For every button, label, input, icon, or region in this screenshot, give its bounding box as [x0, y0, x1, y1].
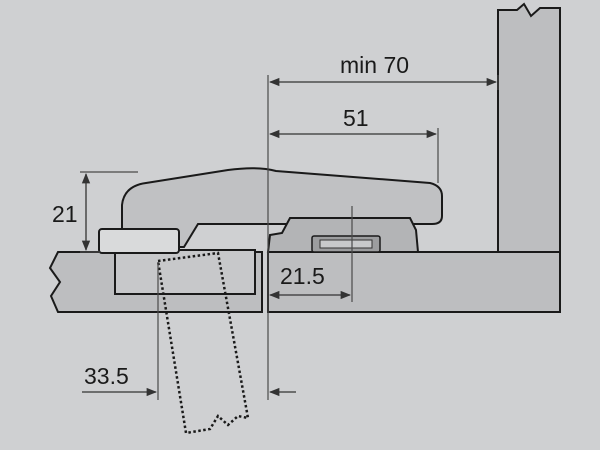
hinge-boss: [98, 228, 180, 254]
side-panel: [497, 2, 561, 253]
dim-label-21-5: 21.5: [280, 263, 325, 289]
dim-label-min70: min 70: [340, 52, 409, 78]
door-open-position: [156, 251, 250, 435]
dim-label-33-5: 33.5: [84, 363, 129, 389]
mounting-plate-slot-inner: [319, 239, 373, 249]
dim-label-21: 21: [52, 201, 78, 227]
hinge-arm: [121, 167, 443, 248]
dim-label-51: 51: [343, 105, 369, 131]
